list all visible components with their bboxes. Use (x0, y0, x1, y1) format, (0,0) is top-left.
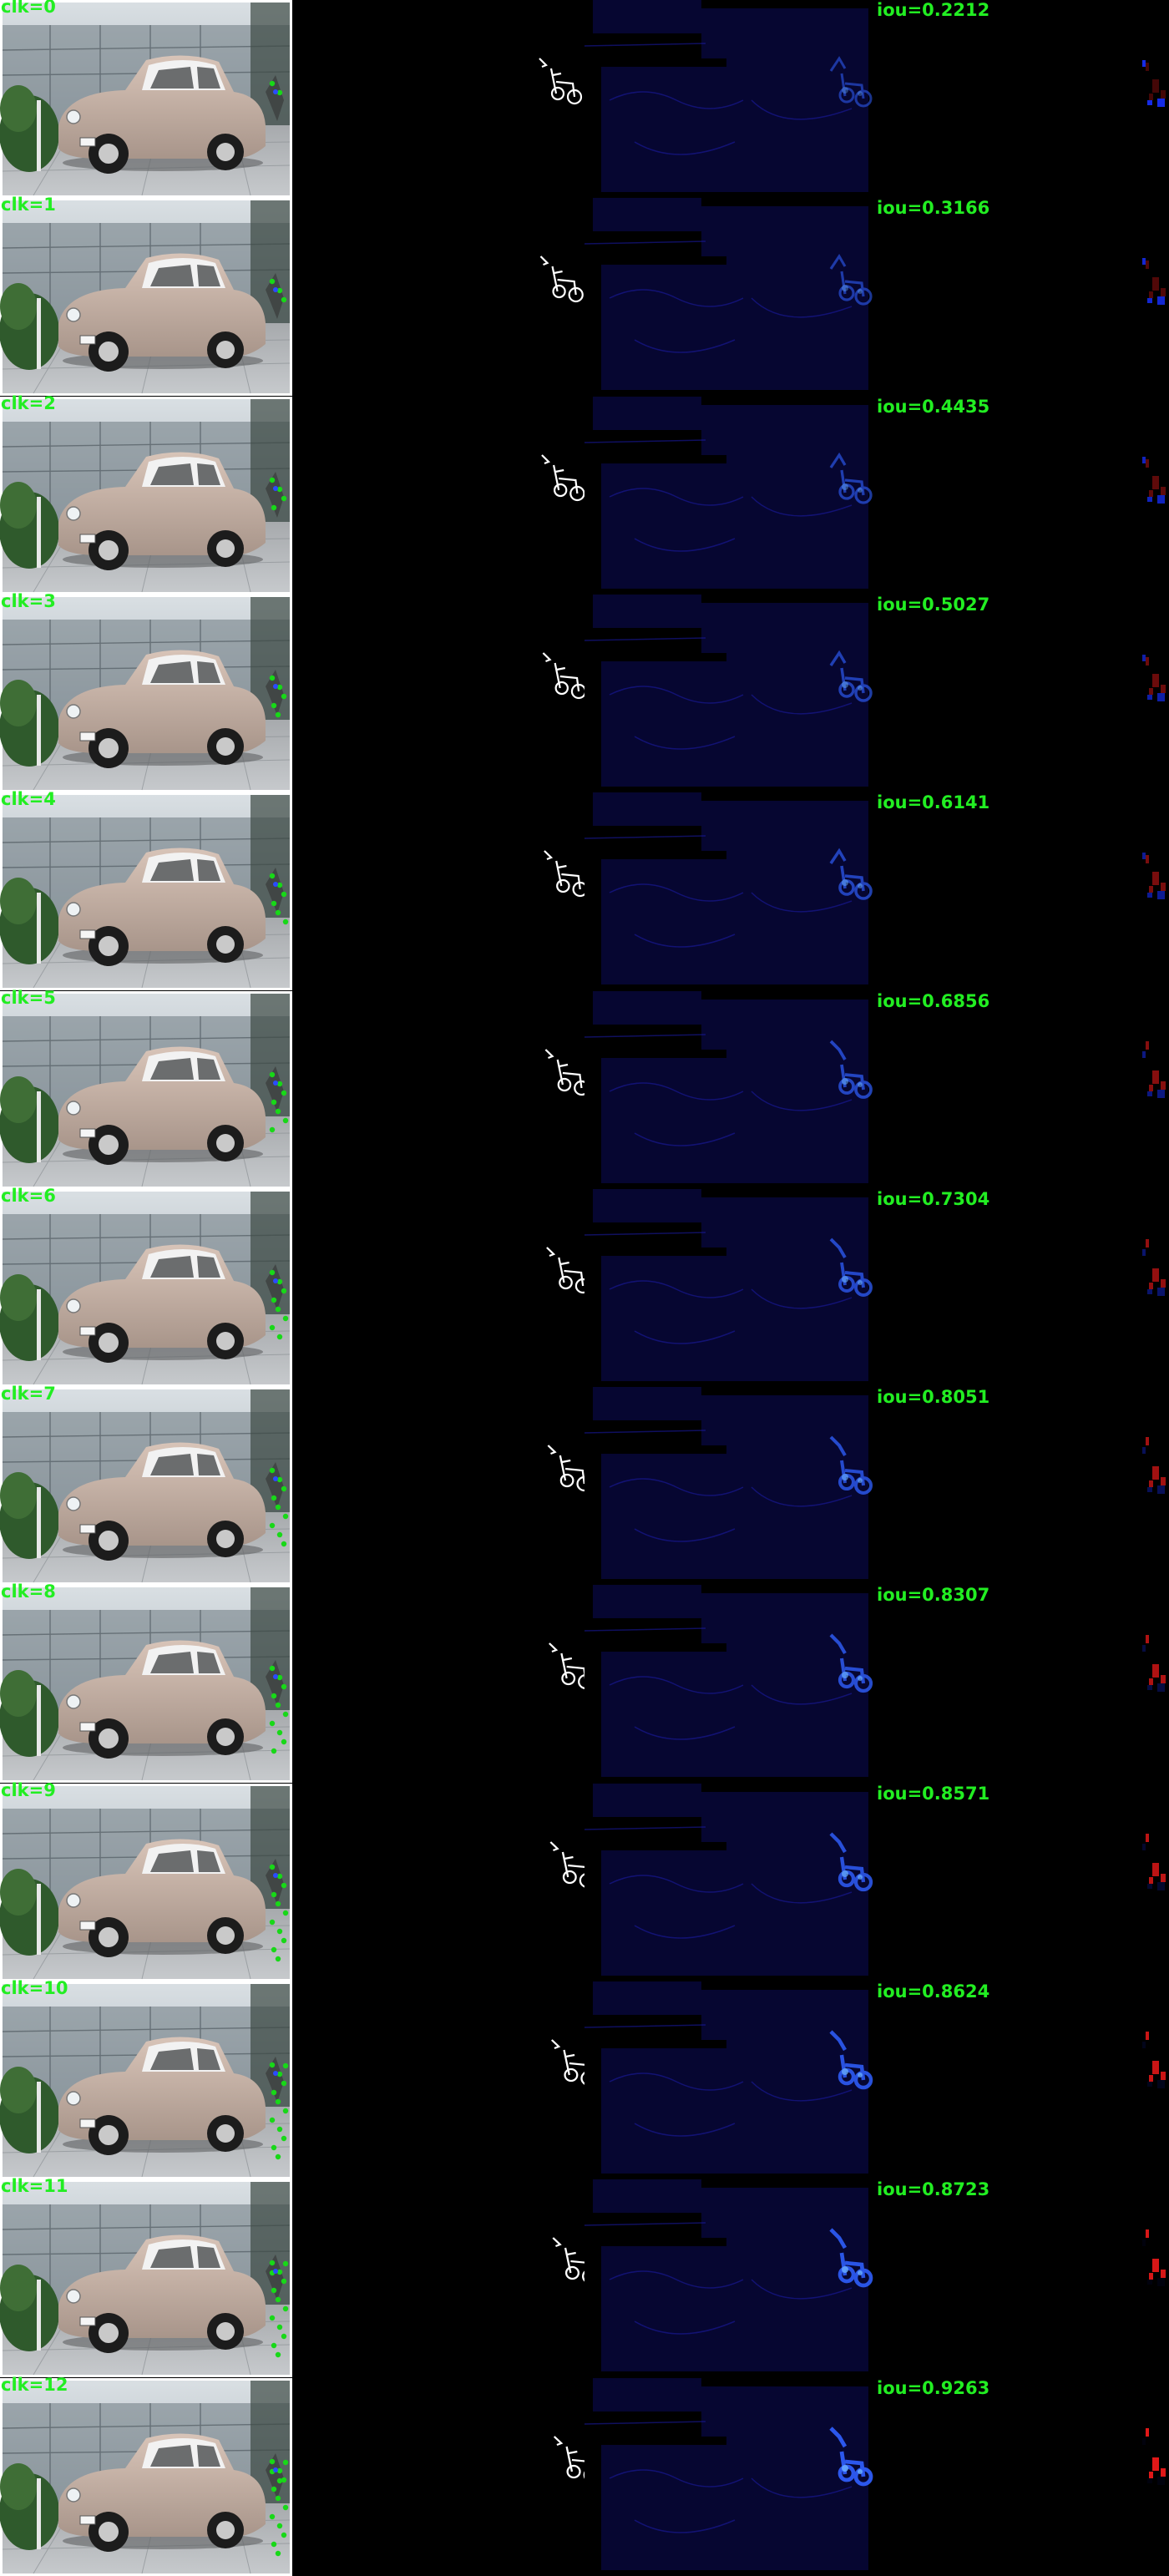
input-image-with-clicks (0, 2378, 292, 2576)
ground-truth-mask (292, 2378, 584, 2576)
result-row: clk=4 iou=0.6141 (0, 789, 1169, 990)
input-image-with-clicks (0, 1784, 292, 1981)
click-count-label: clk=0 (1, 0, 56, 17)
error-map (877, 1189, 1169, 1387)
ground-truth-mask (292, 1981, 584, 2179)
iou-label: iou=0.5027 (877, 595, 990, 615)
iou-label: iou=0.2212 (877, 0, 990, 20)
click-count-label: clk=4 (1, 789, 56, 809)
probability-map (584, 198, 877, 396)
ground-truth-mask (292, 1387, 584, 1585)
input-image-with-clicks (0, 991, 292, 1189)
input-image-with-clicks (0, 1981, 292, 2179)
input-image-with-clicks (0, 2179, 292, 2377)
iou-label: iou=0.3166 (877, 198, 990, 218)
click-count-label: clk=9 (1, 1780, 56, 1800)
input-image-with-clicks (0, 1585, 292, 1783)
error-map (877, 991, 1169, 1189)
probability-map (584, 1585, 877, 1783)
iou-label: iou=0.6856 (877, 991, 990, 1011)
ground-truth-mask (292, 1585, 584, 1783)
ground-truth-mask (292, 0, 584, 198)
iou-label: iou=0.8723 (877, 2179, 990, 2199)
result-row: clk=1 iou=0.3166 (0, 195, 1169, 396)
input-image-with-clicks (0, 595, 292, 792)
input-image-with-clicks (0, 397, 292, 595)
click-count-label: clk=2 (1, 393, 56, 413)
ground-truth-mask (292, 991, 584, 1189)
iou-label: iou=0.7304 (877, 1189, 990, 1209)
iou-label: iou=0.4435 (877, 397, 990, 417)
result-row: clk=2 iou=0.4435 (0, 393, 1169, 595)
probability-map (584, 0, 877, 198)
click-count-label: clk=12 (1, 2375, 68, 2395)
probability-map (584, 2179, 877, 2377)
error-map (877, 1585, 1169, 1783)
error-map (877, 198, 1169, 396)
result-row: clk=5 iou=0.6856 (0, 988, 1169, 1189)
ground-truth-mask (292, 1189, 584, 1387)
input-image-with-clicks (0, 1387, 292, 1585)
click-count-label: clk=7 (1, 1384, 56, 1404)
input-image-with-clicks (0, 0, 292, 198)
probability-map (584, 2378, 877, 2576)
result-row: clk=0 iou=0.2212 (0, 0, 1169, 198)
input-image-with-clicks (0, 1189, 292, 1387)
error-map (877, 1784, 1169, 1981)
error-map (877, 2378, 1169, 2576)
iou-label: iou=0.8571 (877, 1784, 990, 1804)
probability-map (584, 1784, 877, 1981)
click-count-label: clk=11 (1, 2176, 68, 2196)
result-row: clk=8 iou=0.8307 (0, 1582, 1169, 1783)
iou-label: iou=0.8307 (877, 1585, 990, 1605)
result-row: clk=12 iou=0.9263 (0, 2375, 1169, 2576)
click-count-label: clk=1 (1, 195, 56, 215)
click-count-label: clk=6 (1, 1186, 56, 1206)
probability-map (584, 1189, 877, 1387)
probability-map (584, 991, 877, 1189)
ground-truth-mask (292, 397, 584, 595)
click-count-label: clk=10 (1, 1978, 68, 1998)
result-row: clk=7 iou=0.8051 (0, 1384, 1169, 1585)
result-row: clk=6 iou=0.7304 (0, 1186, 1169, 1387)
ground-truth-mask (292, 2179, 584, 2377)
probability-map (584, 1981, 877, 2179)
iou-label: iou=0.6141 (877, 792, 990, 812)
error-map (877, 1981, 1169, 2179)
probability-map (584, 397, 877, 595)
error-map (877, 792, 1169, 990)
click-count-label: clk=5 (1, 988, 56, 1008)
result-row: clk=10 iou=0.8624 (0, 1978, 1169, 2179)
probability-map (584, 792, 877, 990)
probability-map (584, 1387, 877, 1585)
result-row: clk=9 iou=0.8571 (0, 1780, 1169, 1981)
error-map (877, 0, 1169, 198)
error-map (877, 2179, 1169, 2377)
input-image-with-clicks (0, 792, 292, 990)
error-map (877, 397, 1169, 595)
ground-truth-mask (292, 1784, 584, 1981)
iou-label: iou=0.8051 (877, 1387, 990, 1407)
error-map (877, 1387, 1169, 1585)
input-image-with-clicks (0, 198, 292, 396)
result-row: clk=3 iou=0.5027 (0, 591, 1169, 792)
ground-truth-mask (292, 198, 584, 396)
ground-truth-mask (292, 792, 584, 990)
click-count-label: clk=8 (1, 1582, 56, 1602)
result-row: clk=11 iou=0.8723 (0, 2176, 1169, 2377)
click-count-label: clk=3 (1, 591, 56, 611)
iou-label: iou=0.9263 (877, 2378, 990, 2398)
error-map (877, 595, 1169, 792)
iou-label: iou=0.8624 (877, 1981, 990, 2002)
ground-truth-mask (292, 595, 584, 792)
probability-map (584, 595, 877, 792)
